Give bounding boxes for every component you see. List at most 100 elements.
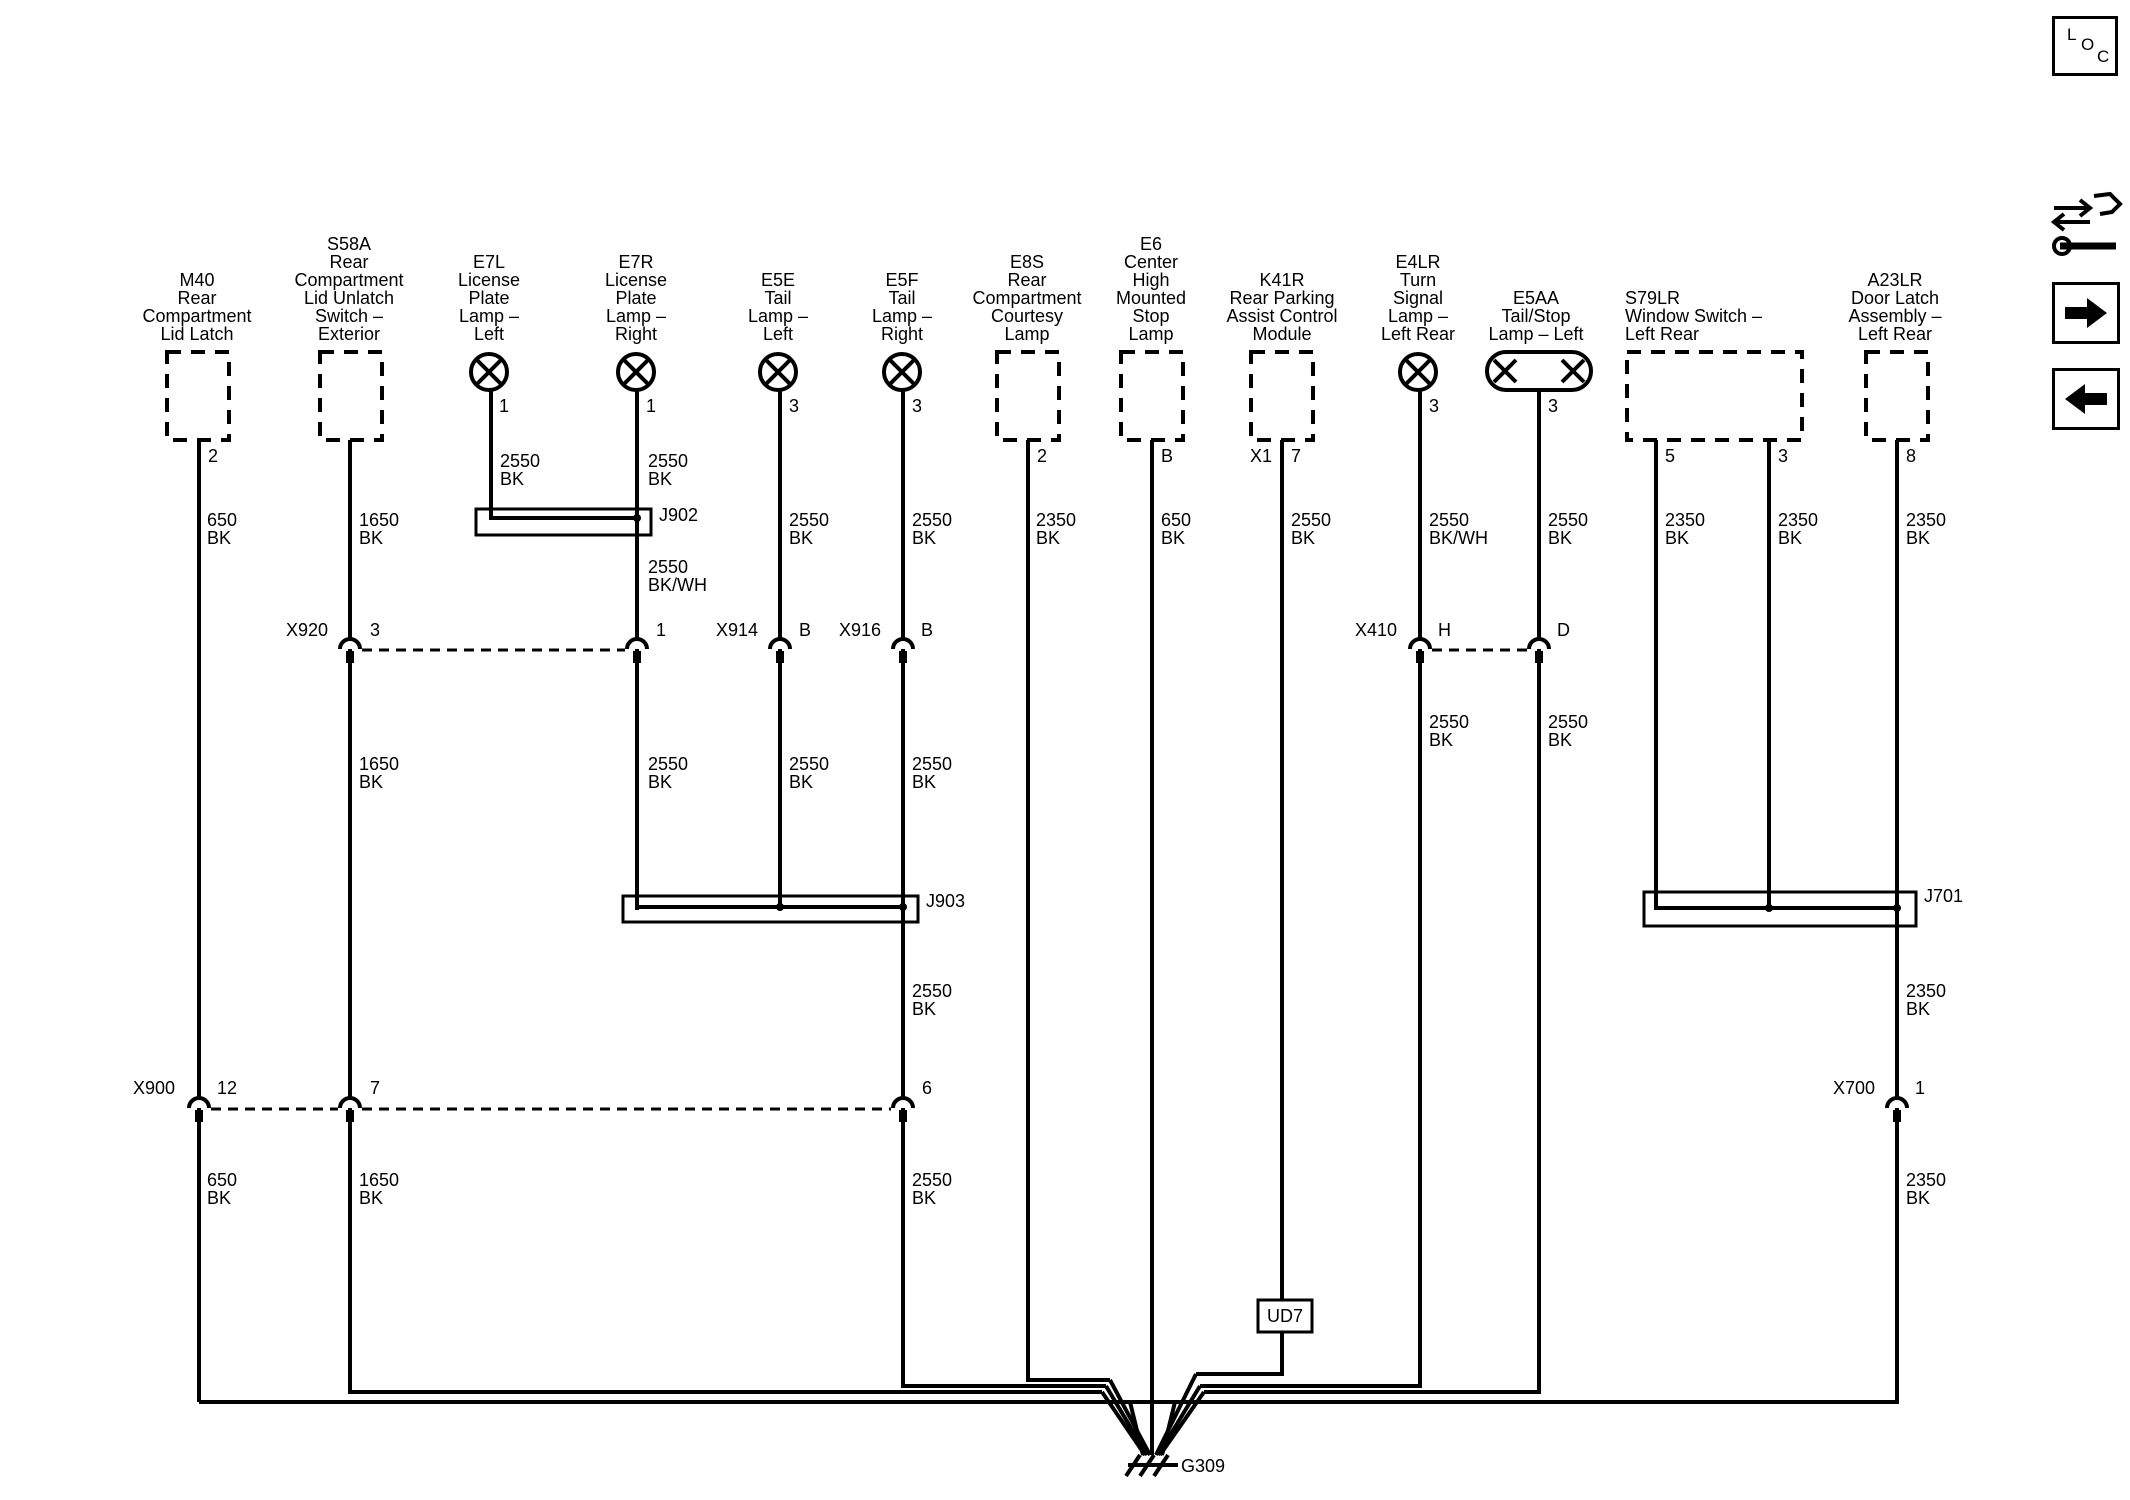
option-ud7-box (1256, 1298, 1314, 1334)
wire-color: BK (1665, 528, 1689, 548)
connector-label-x900: X900 (133, 1078, 175, 1098)
inline-connector-symbols (187, 637, 1909, 1122)
wire-color: BK (359, 1188, 383, 1208)
component-name: Center (1124, 252, 1178, 272)
m40-box (165, 350, 231, 442)
wire-circuit: 2350 (1906, 510, 1946, 530)
splice-label-j701: J701 (1924, 886, 1963, 906)
wire-circuit: 2550 (912, 754, 952, 774)
component-name: Rear (1007, 270, 1046, 290)
pin-label: 3 (1548, 396, 1558, 416)
component-name: Compartment (142, 306, 251, 326)
component-name: Door Latch (1851, 288, 1939, 308)
component-s58a: S58A Rear Compartment Lid Unlatch Switch… (294, 234, 403, 344)
wire-color: BK (1778, 528, 1802, 548)
pin-label: 1 (499, 396, 509, 416)
wire-circuit: 1650 (359, 754, 399, 774)
component-id: E7L (473, 252, 505, 272)
component-name: Mounted (1116, 288, 1186, 308)
wire-color: BK (789, 528, 813, 548)
component-id: E5E (761, 270, 795, 290)
component-e7l: E7L License Plate Lamp – Left (458, 252, 520, 344)
wire-color: BK (1161, 528, 1185, 548)
pin-label: X1 (1250, 446, 1272, 466)
component-name: Turn (1400, 270, 1436, 290)
loc-letter: L (2067, 25, 2077, 44)
ground-g309-icon (1124, 1453, 1178, 1478)
pin-label: 8 (1906, 446, 1916, 466)
wire-circuit: 2350 (1906, 981, 1946, 1001)
lamp-symbols (469, 350, 1593, 392)
component-name: Right (881, 324, 923, 344)
wire-color: BK (912, 772, 936, 792)
component-name: Stop (1132, 306, 1169, 326)
component-name: Lamp – (606, 306, 666, 326)
k41r-box (1249, 350, 1315, 442)
component-e6: E6 Center High Mounted Stop Lamp (1116, 234, 1186, 344)
connector-label-x916: X916 (839, 620, 881, 640)
component-name: License (458, 270, 520, 290)
component-id: E7R (618, 252, 653, 272)
wire-circuit: 2550 (648, 557, 688, 577)
wire-labels: 650 BK 1650 BK 2550 BK 2550 BK 2550 BK/W… (207, 451, 1946, 1208)
component-e5aa: E5AA Tail/Stop Lamp – Left (1488, 288, 1583, 344)
component-e5f: E5F Tail Lamp – Right (872, 270, 932, 344)
component-name: Left Rear (1625, 324, 1699, 344)
wire-color: BK (500, 469, 524, 489)
component-boxes (165, 350, 1930, 442)
splice-j903 (621, 894, 920, 924)
next-page-button[interactable] (2052, 282, 2120, 344)
component-name: Plate (468, 288, 509, 308)
component-name: Window Switch – (1625, 306, 1762, 326)
component-name: Compartment (294, 270, 403, 290)
splice-j902 (474, 507, 653, 537)
component-name: Lamp (1128, 324, 1173, 344)
component-k41r: K41R Rear Parking Assist Control Module (1226, 270, 1337, 344)
component-name: Signal (1393, 288, 1443, 308)
wire-color: BK (789, 772, 813, 792)
pin-label: 5 (1665, 446, 1675, 466)
component-name: Rear (177, 288, 216, 308)
wire-color: BK (1906, 528, 1930, 548)
component-name: Lamp – (1388, 306, 1448, 326)
connector-label-x410: X410 (1355, 620, 1397, 640)
wire-circuit: 2550 (912, 510, 952, 530)
connector-tool-icon[interactable] (2050, 190, 2124, 260)
component-name: Lid Unlatch (304, 288, 394, 308)
previous-page-button[interactable] (2052, 368, 2120, 430)
component-name: Lid Latch (160, 324, 233, 344)
wire-color: BK (1429, 730, 1453, 750)
component-id: K41R (1259, 270, 1304, 290)
component-id: S79LR (1625, 288, 1680, 308)
pin-label: 3 (1778, 446, 1788, 466)
connector-pin: 3 (370, 620, 380, 640)
wire-circuit: 1650 (359, 510, 399, 530)
lamp-e7r-icon (616, 352, 656, 392)
pin-label: 2 (1037, 446, 1047, 466)
component-name: Tail (764, 288, 791, 308)
lamp-e7l-icon (469, 352, 509, 392)
wire-color: BK (1906, 1188, 1930, 1208)
wire-circuit: 2550 (1548, 712, 1588, 732)
component-name: Switch – (315, 306, 383, 326)
connector-pin: 1 (656, 620, 666, 640)
wire-color: BK (912, 528, 936, 548)
connector-pin: 6 (922, 1078, 932, 1098)
location-view-button[interactable]: L O C (2052, 16, 2118, 76)
pin-label: 2 (208, 446, 218, 466)
wire-color: BK/WH (648, 575, 707, 595)
splices (474, 507, 1918, 928)
wire-color: BK (207, 528, 231, 548)
component-name: Left Rear (1858, 324, 1932, 344)
splice-dots (633, 514, 1901, 912)
wire-circuit: 2550 (1548, 510, 1588, 530)
wire-color: BK (912, 999, 936, 1019)
wire-circuit: 2350 (1036, 510, 1076, 530)
wire-color: BK (648, 469, 672, 489)
connector-label-x914: X914 (716, 620, 758, 640)
component-e4lr: E4LR Turn Signal Lamp – Left Rear (1381, 252, 1455, 344)
component-pin-labels: 2 1 1 3 3 2 B X1 7 3 3 5 3 8 (208, 396, 1916, 466)
component-name: Tail/Stop (1501, 306, 1570, 326)
wire-circuit: 650 (207, 510, 237, 530)
